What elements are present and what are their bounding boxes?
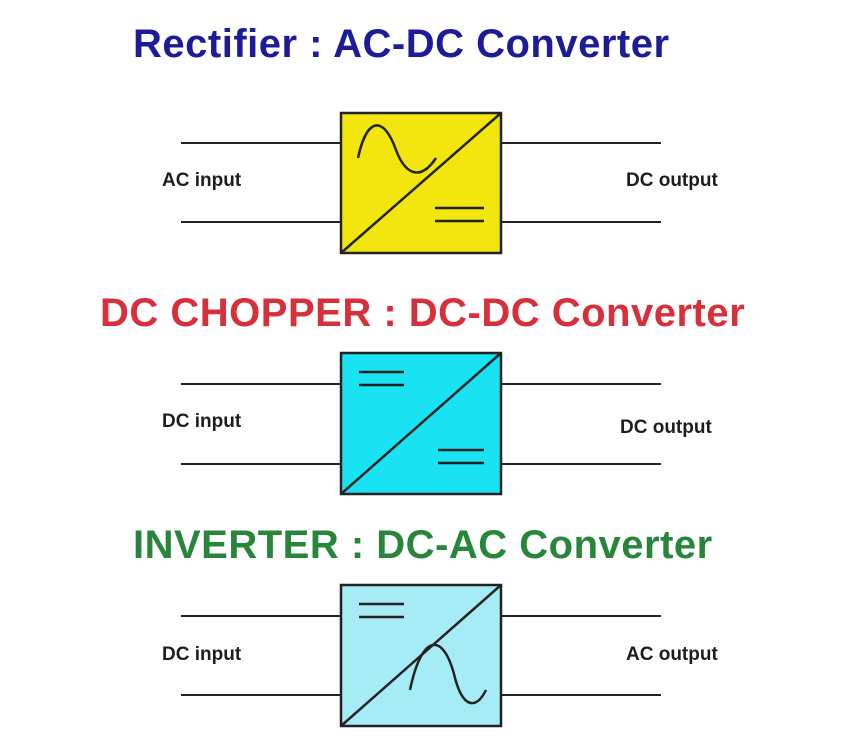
rectifier-input-label: AC input [162,170,242,191]
chopper-input-label: DC input [162,411,242,432]
chopper-block-diagonal [340,352,502,495]
inverter-input-label: DC input [162,644,242,665]
ac-sine-icon [356,124,438,174]
rectifier-title: Rectifier : AC-DC Converter [133,22,670,66]
inverter-title: INVERTER : DC-AC Converter [133,523,713,567]
dc-chopper-diagram [181,351,661,496]
ac-sine-icon [408,643,488,705]
rectifier-diagram [181,111,661,255]
rectifier-block-diagonal [340,112,502,254]
chopper-output-label: DC output [620,417,712,438]
inverter-diagram [181,583,661,728]
inverter-output-label: AC output [626,644,718,665]
dc-chopper-title: DC CHOPPER : DC-DC Converter [100,291,746,335]
rectifier-output-label: DC output [626,170,718,191]
